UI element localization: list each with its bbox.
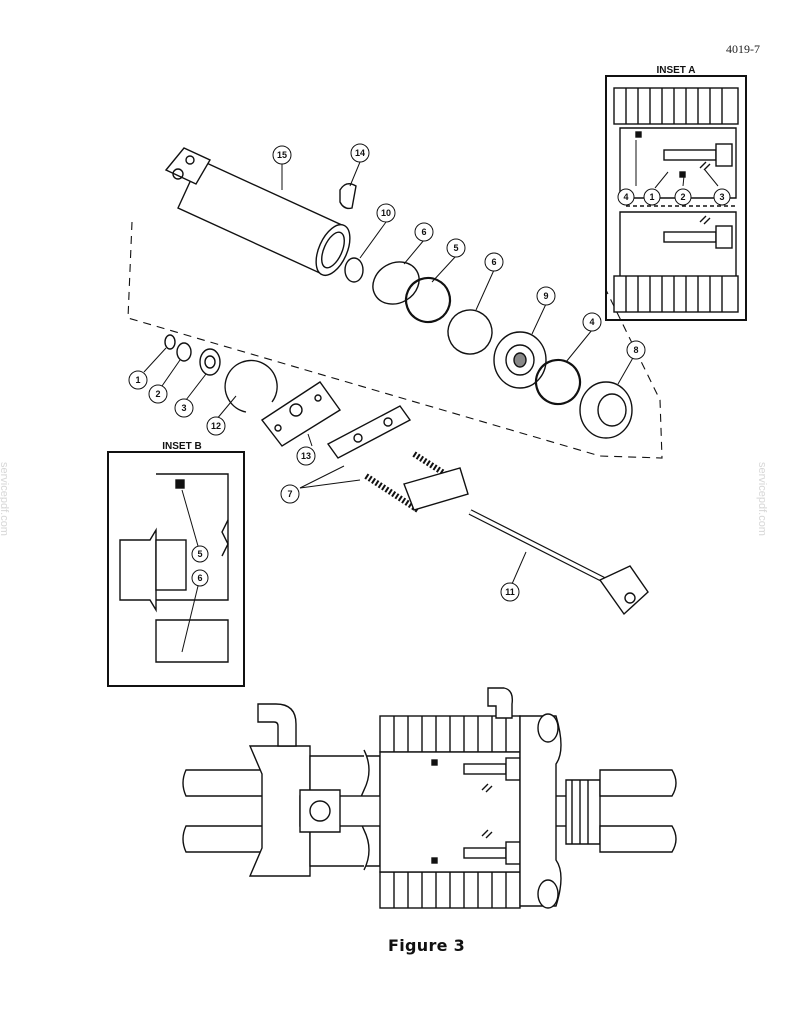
exploded-assembly: 15 14 10 6 5 6 9 4 8 1 2 3 12 1: [127, 143, 663, 616]
callout-number: 13: [301, 451, 311, 461]
left-end-cap: [248, 745, 311, 877]
callout-circle: [446, 238, 466, 258]
inset-a-callouts: 4 1 2 3: [617, 140, 731, 206]
callout-circle: [296, 446, 316, 466]
callout-number: 7: [287, 489, 292, 499]
inset-b-title: INSET B: [162, 441, 201, 452]
callout-circle: [617, 188, 635, 206]
left-clevis-lower: [182, 825, 269, 853]
callout-number: 5: [453, 243, 458, 253]
inset-a-title: INSET A: [656, 65, 695, 76]
callout-circle: [350, 143, 370, 163]
callout-number: 2: [155, 389, 160, 399]
inset-b: INSET B 5 6: [107, 441, 245, 687]
callout-circle: [500, 582, 520, 602]
o-ring: [404, 276, 452, 324]
inset-a: INSET A: [605, 65, 747, 321]
tie-bolts: [364, 451, 469, 513]
elbow-fitting: [339, 183, 357, 210]
callout-number: 12: [211, 421, 221, 431]
assembly-envelope-dashed: [127, 221, 663, 459]
cylinder-barrel: [164, 147, 351, 277]
callout-circle: [674, 188, 692, 206]
nut: [344, 257, 364, 283]
inset-a-bottom-fins: [613, 275, 739, 313]
callout-circle: [206, 416, 226, 436]
callout-number: 15: [277, 150, 287, 160]
snap-ring: [224, 359, 278, 413]
callout-number: 9: [543, 291, 548, 301]
mounting-plate: [260, 381, 342, 447]
callout-circle: [174, 398, 194, 418]
callout-number: 1: [649, 192, 654, 202]
right-clevis-upper: [599, 769, 677, 797]
piston-rod: [468, 509, 649, 616]
cooling-fins-bottom: [379, 871, 521, 909]
figure-caption: Figure 3: [388, 936, 466, 955]
piston-o-ring: [534, 358, 582, 406]
callout-circle: [484, 252, 504, 272]
page-number: 4019-7: [726, 42, 760, 56]
callout-number: 1: [135, 375, 140, 385]
small-seal: [164, 334, 176, 350]
hose-elbow: [257, 703, 297, 747]
callout-circle: [643, 188, 661, 206]
top-fitting: [487, 687, 514, 719]
callout-number: 2: [680, 192, 685, 202]
callout-number: 3: [181, 403, 186, 413]
callout-number: 6: [197, 573, 202, 583]
sectional-view: [182, 687, 677, 909]
right-end-housing: [519, 715, 562, 907]
callout-number: 4: [589, 317, 594, 327]
callout-number: 10: [381, 208, 391, 218]
washer: [176, 342, 192, 362]
link-bar: [326, 405, 412, 459]
callout-circle: [272, 145, 292, 165]
inset-a-top-fins: [613, 87, 739, 125]
callout-circle: [414, 222, 434, 242]
main-callouts: 15 14 10 6 5 6 9 4 8 1 2 3 12 1: [128, 143, 646, 602]
callout-number: 5: [197, 549, 202, 559]
inset-b-callouts: 5 6: [181, 489, 209, 653]
callout-number: 6: [491, 257, 496, 267]
rod-end-threads: [565, 779, 601, 845]
piston: [493, 331, 547, 389]
bushing: [199, 348, 221, 376]
callout-number: 4: [623, 192, 628, 202]
backup-ring-2: [447, 309, 493, 355]
callout-circle: [626, 340, 646, 360]
callout-number: 14: [355, 148, 365, 158]
callout-number: 8: [633, 345, 638, 355]
callout-number: 11: [505, 587, 515, 597]
backup-ring: [372, 261, 420, 305]
callout-circle: [148, 384, 168, 404]
callout-circle: [376, 203, 396, 223]
callout-circle: [713, 188, 731, 206]
callout-number: 3: [719, 192, 724, 202]
callout-circle: [280, 484, 300, 504]
left-clevis-upper: [182, 769, 269, 797]
right-clevis-lower: [599, 825, 677, 853]
callout-circle: [191, 569, 209, 587]
callout-circle: [582, 312, 602, 332]
cooling-fins-top: [379, 715, 521, 753]
callout-circle: [536, 286, 556, 306]
callout-circle: [128, 370, 148, 390]
callout-circle: [191, 545, 209, 563]
gland: [579, 381, 633, 439]
callout-number: 6: [421, 227, 426, 237]
